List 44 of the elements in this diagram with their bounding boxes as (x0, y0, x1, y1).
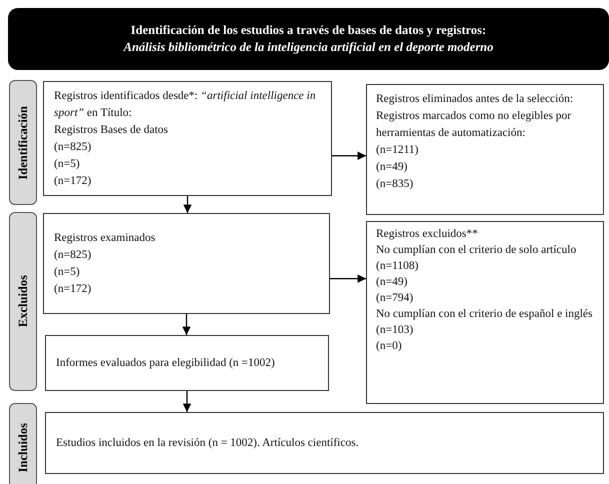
phase-label: Incluidos (16, 423, 30, 473)
phase-tab (9, 212, 37, 391)
arrow (330, 274, 366, 283)
box-text: No cumplían con el criterio de solo artículo (376, 243, 578, 258)
process-box (366, 84, 604, 215)
process-box (43, 213, 330, 314)
box-text: (n=49) (376, 160, 408, 175)
box-text: Informes evaluados para elegibilidad (n =1002) (56, 356, 276, 370)
box-text: Registros excluidos** (376, 227, 479, 242)
box-text: (n=103) (376, 323, 414, 338)
box-text: (n=172) (54, 174, 92, 189)
box-text: (n=5) (54, 264, 81, 280)
arrow (332, 152, 366, 160)
phase-label: Identificación (16, 106, 30, 180)
phase-tab (9, 403, 37, 484)
box-text: (n=835) (376, 177, 414, 192)
box-text: Registros identificados desde*: “artificial intelligence in sport” en Título: (54, 89, 317, 121)
box-text: (n=825) (54, 248, 92, 262)
box-text: Registros Bases de datos (54, 123, 170, 138)
box-text: (n=825) (54, 140, 92, 155)
arrow (183, 196, 192, 213)
box-text: (n=5) (54, 157, 81, 172)
box-text: Registros examinados (54, 230, 156, 246)
box-text: (n=794) (376, 291, 414, 306)
box-text: Registros eliminados antes de la selección: (376, 92, 574, 107)
phase-tab (9, 80, 37, 205)
banner-text: Identificación de los estudios a través de bases de datos y registros: (130, 22, 486, 39)
box-text: (n=49) (376, 275, 408, 290)
box-text: (n=1211) (376, 143, 420, 158)
title-banner (8, 8, 609, 70)
process-box (43, 81, 332, 196)
box-text: Registros marcados como no elegibles por herramientas de automatización: (376, 109, 572, 141)
arrow (182, 314, 191, 335)
process-box (45, 335, 329, 391)
banner-text: Análisis bibliométrico de la inteligencia artificial en el deporte moderno (124, 39, 494, 56)
box-text: (n=172) (54, 282, 92, 296)
phase-label: Excluidos (16, 275, 30, 328)
process-box (45, 412, 604, 474)
box-text: (n=0) (376, 339, 403, 354)
box-text: Estudios incluidos en la revisión (n = 1002). Artículos científicos. (56, 436, 360, 450)
process-box (366, 221, 604, 404)
arrow (182, 391, 192, 412)
box-text: (n=1108) (376, 259, 420, 274)
box-text: No cumplían con el criterio de español e inglés (376, 307, 594, 322)
